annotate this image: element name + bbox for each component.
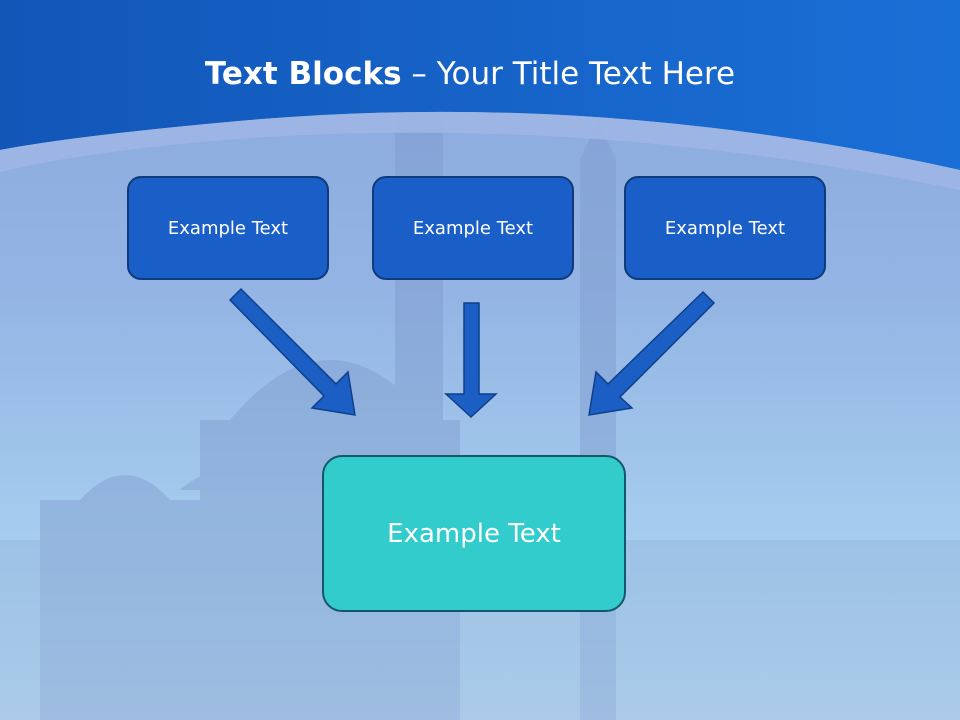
- arrow-left-to-center: [228, 287, 356, 416]
- top-box-right-label: Example Text: [664, 217, 786, 239]
- top-box-left-label: Example Text: [167, 217, 289, 239]
- title-separator: –: [401, 56, 437, 92]
- bottom-box-label: Example Text: [387, 518, 561, 549]
- header-band: [0, 0, 960, 170]
- slide-title: Text Blocks – Your Title Text Here: [0, 52, 940, 96]
- bottom-box: Example Text: [322, 455, 626, 612]
- top-box-right: Example Text: [624, 176, 826, 280]
- top-box-center-label: Example Text: [412, 217, 534, 239]
- title-bold: Text Blocks: [204, 56, 402, 92]
- top-box-center: Example Text: [372, 176, 574, 280]
- top-box-left: Example Text: [127, 176, 329, 280]
- header-swoosh: [0, 111, 960, 190]
- title-rest: Your Title Text Here: [436, 56, 736, 92]
- arrow-right-to-center: [588, 290, 716, 416]
- arrow-center-down: [444, 302, 498, 419]
